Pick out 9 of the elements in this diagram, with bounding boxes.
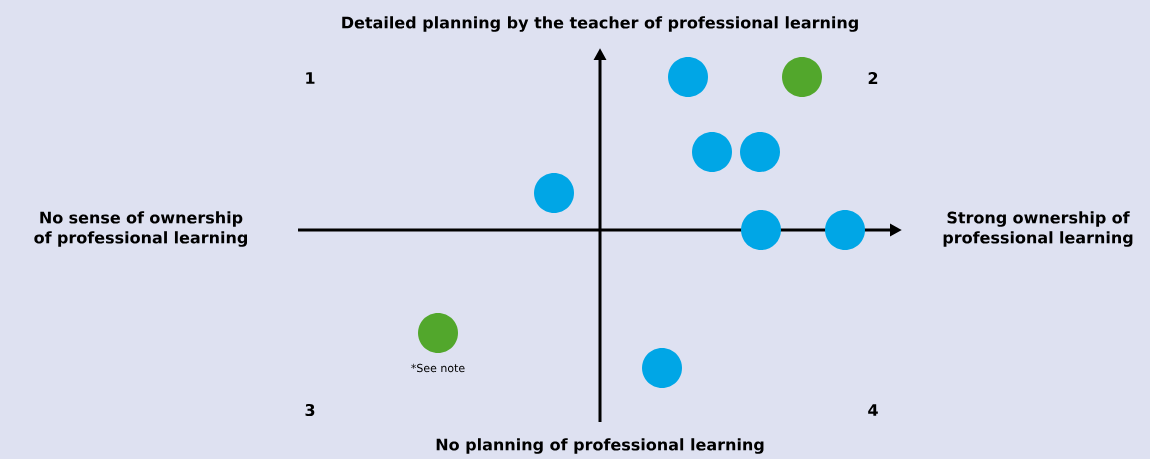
quadrant-number: 4: [868, 404, 878, 416]
quadrant-number: 1: [306, 72, 315, 84]
axis-label: Detailed planning by the teacher of professional learning: [342, 16, 858, 32]
quadrant-number: 2: [868, 72, 878, 84]
axis-label: Strong ownership of professional learning: [943, 211, 1133, 247]
note: *See note: [411, 363, 465, 373]
quadrant-number: 3: [305, 403, 315, 417]
axis-label: No planning of professional learning: [436, 438, 764, 454]
axis-label: No sense of ownership of professional learning: [34, 211, 247, 247]
